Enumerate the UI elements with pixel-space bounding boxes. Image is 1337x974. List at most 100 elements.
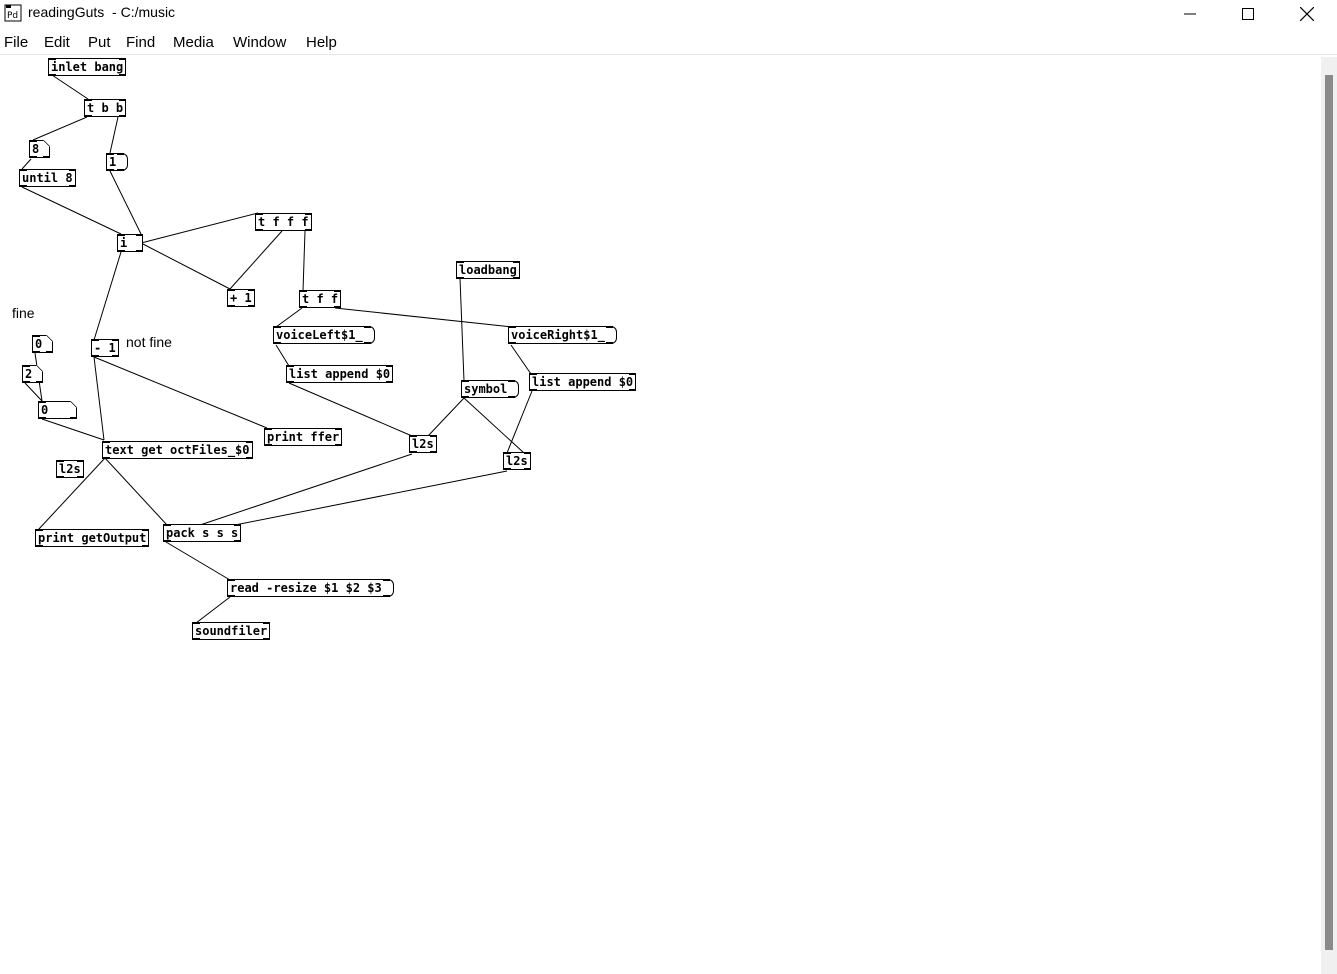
text-get-object[interactable]: text get octFiles_$0 [102,441,253,459]
inlet-port[interactable] [629,373,636,375]
pack-sss-object[interactable]: pack s s s [163,524,242,542]
inlet-port[interactable] [430,435,437,437]
inlet-port[interactable] [228,579,235,581]
inlet-port[interactable] [334,290,341,292]
inlet-port[interactable] [274,326,281,328]
outlet-port[interactable] [107,169,114,171]
inlet-port[interactable] [43,140,50,142]
patch-canvas[interactable]: inlet bang t b b 8 1 until 8 i t f f f +… [0,55,1318,974]
inlet-bang-object[interactable]: inlet bang [48,58,127,76]
outlet-port[interactable] [193,638,200,640]
inlet-port[interactable] [513,261,520,263]
outlet-port[interactable] [364,342,371,344]
inlet-port[interactable] [246,441,253,443]
minimize-button[interactable] [1167,0,1213,28]
outlet-port[interactable] [305,229,312,231]
outlet-port[interactable] [46,351,53,353]
outlet-port[interactable] [383,595,390,597]
outlet-port[interactable] [39,417,46,419]
voice-left-message[interactable]: voiceLeft$1_ [273,326,375,344]
outlet-port[interactable] [77,476,84,478]
number-atom-0[interactable]: 0 [32,335,54,353]
vertical-scrollbar[interactable] [1321,57,1337,974]
inlet-port[interactable] [49,58,56,60]
menu-find[interactable]: Find [126,34,156,51]
inlet-port[interactable] [287,365,294,367]
outlet-port[interactable] [136,250,143,252]
outlet-port[interactable] [274,342,281,344]
menu-file[interactable]: File [4,34,29,51]
outlet-port[interactable] [57,476,64,478]
outlet-port[interactable] [334,306,341,308]
trigger-ffff-object[interactable]: t f f f [255,213,312,231]
number-atom-8[interactable]: 8 [29,140,51,158]
outlet-port[interactable] [119,115,126,117]
inlet-port[interactable] [118,234,125,236]
inlet-port[interactable] [193,622,200,624]
outlet-port[interactable] [606,342,613,344]
inlet-port[interactable] [462,380,469,382]
print-getoutput-object[interactable]: print getOutput [35,529,150,547]
inlet-port[interactable] [305,213,312,215]
outlet-port[interactable] [462,396,469,398]
inlet-port[interactable] [386,365,393,367]
int-object[interactable]: i [117,234,143,252]
loadbang-object[interactable]: loadbang [456,261,520,279]
outlet-port[interactable] [43,156,50,158]
outlet-port[interactable] [300,306,307,308]
outlet-port[interactable] [118,250,125,252]
scrollbar-thumb[interactable] [1325,75,1333,950]
list-append-right-object[interactable]: list append $0 [529,373,637,391]
outlet-port[interactable] [103,457,110,459]
inlet-port[interactable] [85,99,92,101]
list-append-left-object[interactable]: list append $0 [286,365,394,383]
outlet-port[interactable] [30,156,37,158]
outlet-port[interactable] [228,305,235,307]
inlet-port[interactable] [383,579,390,581]
inlet-port[interactable] [107,153,114,155]
inlet-port[interactable] [103,441,110,443]
outlet-port[interactable] [508,396,515,398]
outlet-port[interactable] [142,545,149,547]
outlet-port[interactable] [36,381,43,383]
message-1[interactable]: 1 [106,153,129,171]
outlet-port[interactable] [20,185,27,187]
menu-help[interactable]: Help [306,34,337,51]
outlet-port[interactable] [248,305,255,307]
menu-window[interactable]: Window [233,34,287,51]
soundfiler-object[interactable]: soundfiler [192,622,271,640]
inlet-port[interactable] [509,326,516,328]
menu-put[interactable]: Put [88,34,111,51]
print-ffer-object[interactable]: print ffer [264,428,343,446]
outlet-port[interactable] [386,381,393,383]
outlet-port[interactable] [228,595,235,597]
inlet-port[interactable] [112,339,119,341]
inlet-port[interactable] [77,460,84,462]
menu-media[interactable]: Media [173,34,214,51]
outlet-port[interactable] [234,540,241,542]
outlet-port[interactable] [265,444,272,446]
inlet-port[interactable] [300,290,307,292]
inlet-port[interactable] [23,365,30,367]
title-bar[interactable]: Pd readingGuts - C:/music [0,0,1337,30]
outlet-port[interactable] [33,351,40,353]
inlet-port[interactable] [248,289,255,291]
inlet-port[interactable] [117,153,124,155]
outlet-port[interactable] [287,381,294,383]
outlet-port[interactable] [119,74,126,76]
outlet-port[interactable] [112,355,119,357]
outlet-port[interactable] [117,169,124,171]
inlet-port[interactable] [410,435,417,437]
outlet-port[interactable] [92,355,99,357]
inlet-port[interactable] [119,58,126,60]
inlet-port[interactable] [524,452,531,454]
outlet-port[interactable] [504,468,511,470]
outlet-port[interactable] [263,638,270,640]
outlet-port[interactable] [164,540,171,542]
inlet-port[interactable] [119,99,126,101]
outlet-port[interactable] [524,468,531,470]
l2s-middle-object[interactable]: l2s [409,435,437,453]
outlet-port[interactable] [530,389,537,391]
inlet-port[interactable] [36,529,43,531]
inlet-port[interactable] [70,401,77,403]
